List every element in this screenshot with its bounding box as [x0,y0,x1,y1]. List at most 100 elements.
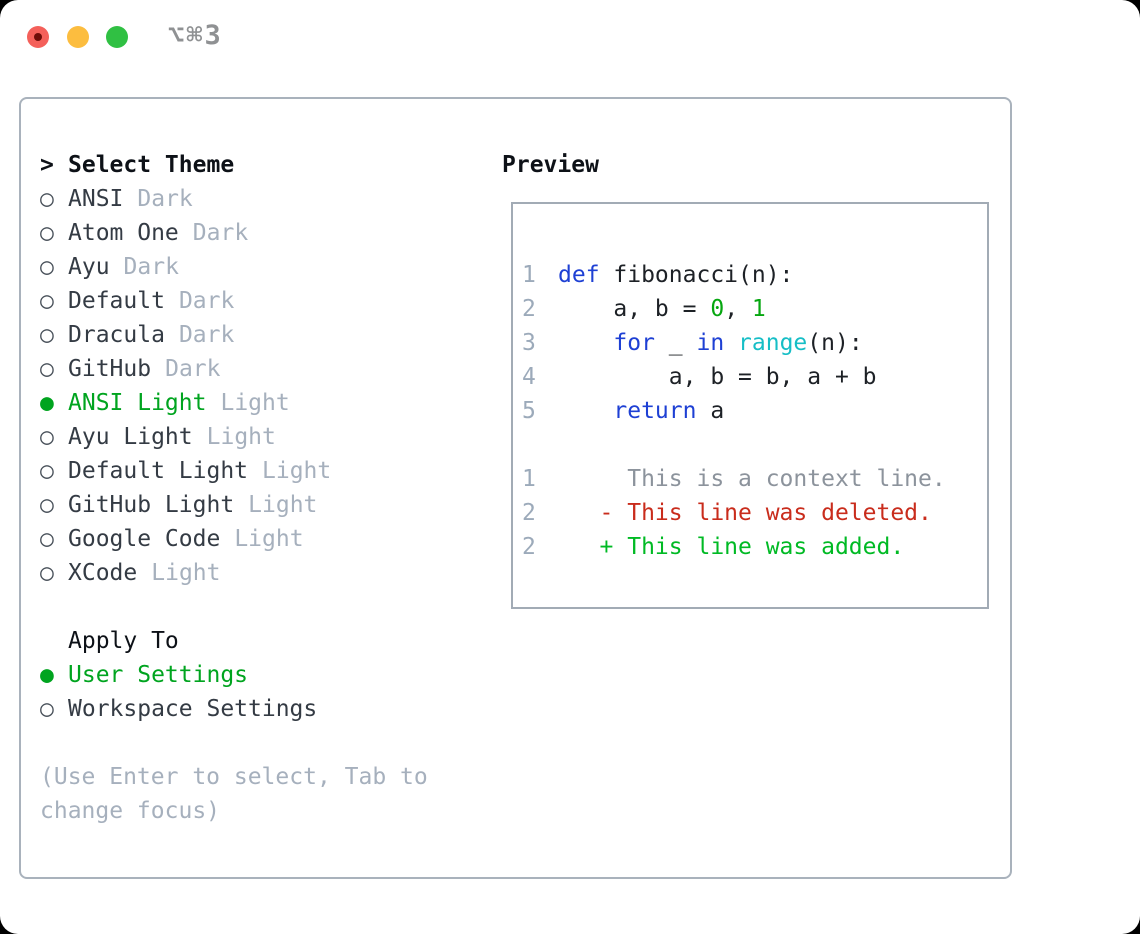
radio-unselected-icon: ○ [40,220,54,246]
radio-unselected-icon: ○ [40,322,54,348]
section-title: Apply To [68,628,179,654]
spacer [40,590,428,624]
option-label: Dracula [68,322,165,348]
option-variant-label: Dark [165,356,221,382]
option-variant-label: Dark [192,220,249,246]
apply-to-header: Apply To [40,624,428,658]
line-number: 1 [522,262,536,288]
radio-unselected-icon: ○ [40,696,54,722]
theme-option[interactable]: ○ Default Dark [40,284,428,318]
hint-text-line2: change focus) [40,798,221,824]
code-line: 4 a, b = b, a + b [522,360,987,394]
line-number: 5 [522,398,536,424]
radio-unselected-icon: ○ [40,356,54,382]
spacer [40,726,428,760]
line-content: return a [613,398,725,424]
line-number: 2 [522,500,536,526]
option-label: Default [68,288,165,314]
line-number: 1 [522,466,536,492]
code-line: 5 return a [522,394,987,428]
theme-option[interactable]: ○ ANSI Dark [40,182,428,216]
option-label: User Settings [68,662,249,688]
diff-line: 2 + This line was added. [522,530,987,564]
option-variant-label: Light [248,492,318,518]
option-variant-label: Light [262,458,332,484]
section-title: Select Theme [68,152,235,178]
radio-selected-icon: ● [40,662,54,688]
apply-to-option[interactable]: ● User Settings [40,658,428,692]
line-number: 2 [522,534,536,560]
radio-selected-icon: ● [40,390,54,416]
radio-unselected-icon: ○ [40,526,54,552]
option-variant-label: Light [234,526,304,552]
minimize-button[interactable] [67,26,89,48]
radio-unselected-icon: ○ [40,458,54,484]
theme-option[interactable]: ● ANSI Light Light [40,386,428,420]
diff-line: 1 This is a context line. [522,462,987,496]
radio-unselected-icon: ○ [40,560,54,586]
diff-preview: 1 This is a context line.2 - This line w… [522,462,987,564]
radio-unselected-icon: ○ [40,186,54,212]
theme-option[interactable]: ○ XCode Light [40,556,428,590]
line-content: This is a context line. [558,466,946,492]
code-line: 1 def fibonacci(n): [522,258,987,292]
line-content: - This line was deleted. [558,500,932,526]
option-label: GitHub [68,356,152,382]
option-label: GitHub Light [68,492,235,518]
option-label: Workspace Settings [68,696,318,722]
radio-unselected-icon: ○ [40,288,54,314]
option-label: XCode [68,560,138,586]
radio-unselected-icon: ○ [40,254,54,280]
option-label: Ayu Light [68,424,193,450]
option-label: Atom One [68,220,179,246]
theme-option[interactable]: ○ Ayu Dark [40,250,428,284]
option-variant-label: Light [206,424,276,450]
line-number: 2 [522,296,536,322]
line-content: a, b = b, a + b [558,364,877,390]
theme-option[interactable]: ○ Google Code Light [40,522,428,556]
theme-option[interactable]: ○ GitHub Dark [40,352,428,386]
line-content: + This line was added. [558,534,905,560]
option-variant-label: Dark [137,186,193,212]
line-content: a, b = 0, 1 [558,296,766,322]
maximize-button[interactable] [106,26,128,48]
theme-option[interactable]: ○ Default Light Light [40,454,428,488]
option-variant-label: Light [220,390,290,416]
select-theme-header: > Select Theme [40,148,428,182]
option-label: Ayu [68,254,110,280]
option-label: Google Code [68,526,221,552]
option-variant-label: Dark [178,288,235,314]
code-line: 3 for _ in range(n): [522,326,987,360]
preview-header: Preview [502,148,599,182]
line-number: 3 [522,330,536,356]
theme-option[interactable]: ○ Atom One Dark [40,216,428,250]
apply-to-list: ● User Settings ○ Workspace Settings [40,658,428,726]
option-label: ANSI Light [68,390,207,416]
line-number: 4 [522,364,536,390]
diff-line: 2 - This line was deleted. [522,496,987,530]
theme-option[interactable]: ○ Dracula Dark [40,318,428,352]
line-content: for _ in range(n): [613,330,863,356]
window-shortcut-label: ⌥⌘3 [168,20,223,51]
option-variant-label: Light [151,560,221,586]
theme-option[interactable]: ○ GitHub Light Light [40,488,428,522]
radio-unselected-icon: ○ [40,492,54,518]
close-button[interactable] [27,26,49,48]
radio-unselected-icon: ○ [40,424,54,450]
code-line: 2 a, b = 0, 1 [522,292,987,326]
option-variant-label: Dark [178,322,235,348]
option-label: Default Light [68,458,249,484]
section-title: Preview [502,152,599,178]
option-label: ANSI [68,186,124,212]
option-variant-label: Dark [123,254,179,280]
cursor-icon: > [40,152,54,178]
line-content: def fibonacci(n): [558,262,794,288]
apply-to-option[interactable]: ○ Workspace Settings [40,692,428,726]
theme-option[interactable]: ○ Ayu Light Light [40,420,428,454]
